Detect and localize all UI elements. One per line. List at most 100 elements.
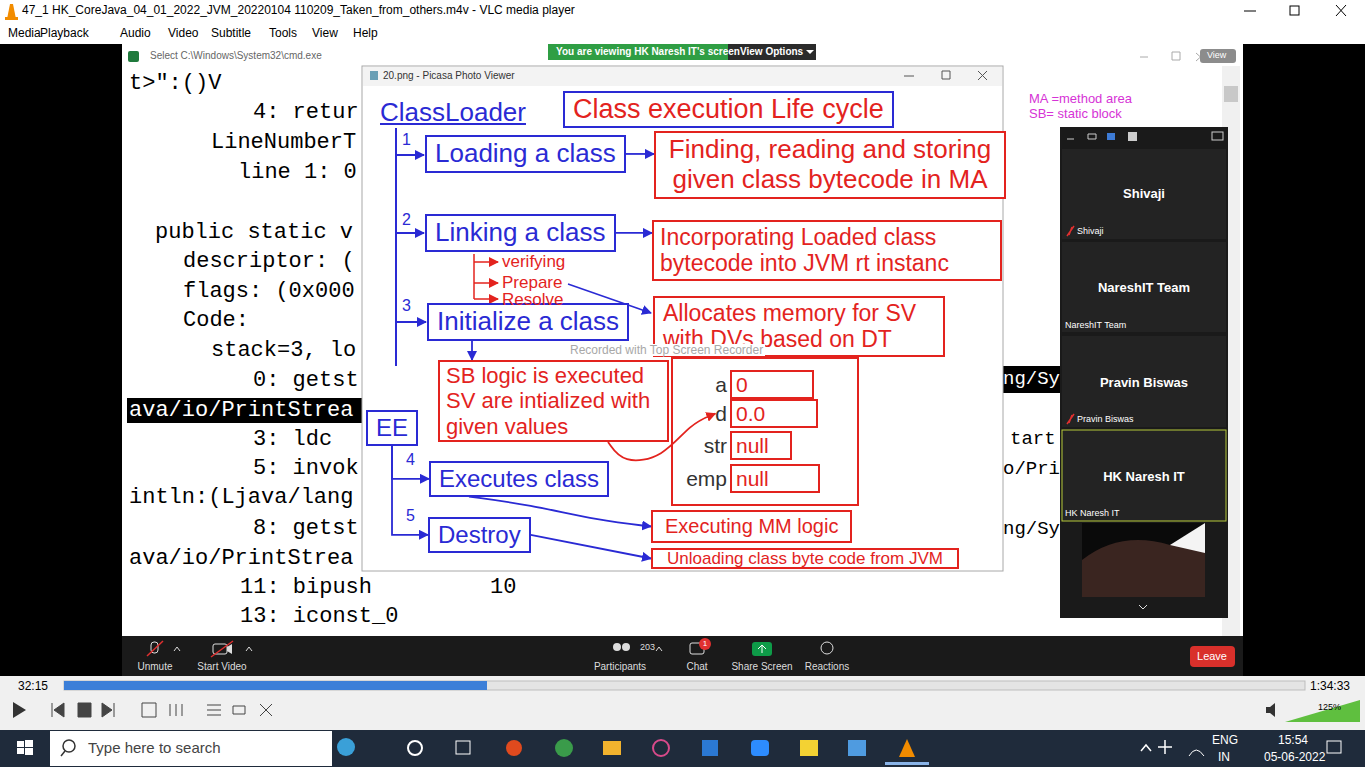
sub-step: verifying	[502, 253, 565, 270]
search-placeholder: Type here to search	[88, 740, 221, 755]
taskbar-icon	[506, 740, 522, 756]
leader-arrow	[474, 261, 498, 263]
console-line: stack=3, lo	[211, 340, 356, 362]
memory-box	[672, 358, 858, 505]
note: SB= static block	[1029, 107, 1122, 120]
console-line: t>":()V	[129, 73, 221, 95]
sub-step: Resolve	[502, 291, 563, 308]
picasa-titlebar	[363, 67, 1002, 86]
console-line: ng/Sy	[1003, 520, 1060, 539]
box-text: Executes class	[439, 465, 599, 493]
variable-value: null	[730, 464, 820, 493]
description-box: Unloading class byte code from JVM	[651, 548, 959, 569]
variable-name: emp	[686, 467, 727, 490]
tray-icons	[1189, 750, 1204, 756]
menu-item: Media	[8, 27, 41, 39]
console-line: Code:	[183, 310, 249, 332]
taskbar-icon	[702, 740, 718, 756]
button-text: Leave	[1197, 651, 1227, 662]
callout-number: 3	[402, 298, 411, 314]
description-box: Executing MM logic	[651, 510, 852, 543]
mic-muted-icon	[1067, 226, 1074, 236]
description-box: Incorporating Loaded class bytecode into…	[652, 220, 1002, 281]
step-box: Destroy	[428, 517, 531, 553]
leader-arrow	[474, 282, 498, 284]
box-text: Executing MM logic	[665, 515, 838, 538]
caret-icon	[806, 50, 814, 54]
time-label: 32:15	[18, 680, 48, 692]
console-line: LineNumberT	[211, 132, 356, 154]
minimize-icon	[1244, 11, 1256, 12]
vlc-icon	[7, 4, 16, 19]
console-line: 3: ldc	[253, 429, 332, 451]
reactions-icon	[821, 642, 833, 654]
taskbar-icon	[800, 740, 818, 756]
menu-item: Subtitle	[211, 27, 251, 39]
selection-band	[1003, 366, 1060, 393]
taskbar-icon	[408, 741, 422, 755]
share-icon	[758, 645, 766, 653]
participant-name: Shivaji	[1123, 187, 1165, 200]
participant-panel	[1060, 127, 1228, 618]
description-box: SB logic is executed SV are intialized w…	[438, 360, 669, 442]
callout-number: 2	[402, 212, 411, 228]
video-slash	[211, 641, 233, 657]
participant-name: Pravin Biswas	[1100, 376, 1188, 389]
box-text: Linking a class	[435, 218, 606, 248]
playlist-buttons	[142, 703, 272, 717]
button-text: View	[1207, 51, 1226, 60]
menu-item: Playback	[40, 27, 89, 39]
speaker-icon	[1266, 703, 1275, 717]
taskbar-icon	[848, 740, 866, 756]
menu-item: Audio	[120, 27, 151, 39]
variable-value: 0	[730, 370, 814, 399]
title-box: Class execution Life cycle	[563, 91, 894, 128]
console-line: 5: invok	[253, 458, 359, 480]
selection-band	[127, 398, 362, 423]
console-line: 10	[490, 577, 516, 599]
volume-bar	[1285, 700, 1360, 722]
console-line: o/Pri	[1003, 460, 1060, 479]
panel-icons	[1107, 133, 1115, 140]
participant-name: NareshIT Team	[1098, 281, 1190, 294]
chevron-icon	[1139, 605, 1147, 609]
box-text: Destroy	[438, 521, 521, 549]
menu-item: Help	[353, 27, 378, 39]
console-line: ava/io/PrintStrea	[129, 400, 353, 422]
toolbar-label: Participants	[594, 662, 646, 672]
callout-number: 5	[406, 508, 415, 524]
variable-box: a0	[715, 370, 814, 399]
taskbar-icon	[899, 739, 915, 757]
step-box: Initialize a class	[427, 303, 629, 341]
search-icon	[63, 740, 75, 752]
caret-icon	[246, 647, 252, 651]
description-box: Finding, reading and storing given class…	[654, 131, 1006, 199]
start-button	[17, 740, 33, 755]
box-text: EE	[376, 414, 408, 442]
panel-icons	[1067, 134, 1096, 139]
participant-tile	[1062, 242, 1226, 332]
box-text: Initialize a class	[437, 307, 619, 337]
toolbar-label: Start Video	[197, 662, 246, 672]
active-indicator	[885, 762, 929, 765]
share-icon	[752, 642, 772, 656]
vlc-titlebar	[0, 0, 1365, 44]
close-icon	[1336, 5, 1346, 16]
participant-label: Shivaji	[1077, 227, 1104, 236]
console-line: 13: iconst_0	[240, 606, 398, 628]
variable-name: a	[715, 373, 727, 396]
caret-icon	[656, 647, 662, 651]
caret-icon	[174, 647, 180, 651]
participant-label: HK Naresh IT	[1065, 509, 1120, 518]
panel-icons	[1212, 132, 1223, 140]
console-line: public static v	[155, 222, 353, 244]
variable-value: null	[730, 431, 792, 460]
leader-arrow	[396, 232, 424, 234]
banner-text: You are viewing HK Naresh IT's screen	[556, 47, 740, 57]
participant-tile	[1062, 149, 1226, 239]
console-line: 8: getst	[253, 518, 359, 540]
volume-label: 125%	[1318, 703, 1341, 712]
cmd-window	[122, 44, 1243, 636]
callout-number: 1	[402, 132, 411, 148]
